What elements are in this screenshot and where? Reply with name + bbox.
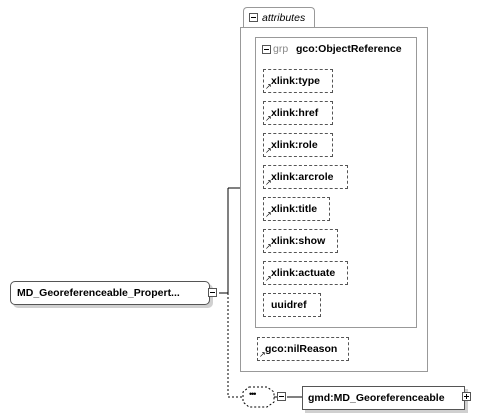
child-element[interactable]: gmd:MD_Georeferenceable xyxy=(302,386,465,410)
expand-child-icon[interactable] xyxy=(462,392,471,401)
group-name: gco:ObjectReference xyxy=(296,43,402,55)
reference-arrow-icon: ↗ xyxy=(265,210,272,219)
attribute-nil-reason[interactable]: gco:nilReason ↗ xyxy=(257,337,349,361)
attribute-label: xlink:show xyxy=(271,235,326,247)
reference-arrow-icon: ↗ xyxy=(265,274,272,283)
root-element[interactable]: MD_Georeferenceable_Propert... xyxy=(10,281,210,305)
attribute-label: gco:nilReason xyxy=(265,343,338,355)
group-prefix: grp xyxy=(273,43,289,55)
attributes-title: attributes xyxy=(262,12,306,24)
attribute-label: xlink:href xyxy=(271,107,319,119)
attribute-uuidref[interactable]: uuidref xyxy=(263,293,321,317)
sequence-icon: ••• xyxy=(249,389,257,399)
attributes-tab: attributes xyxy=(243,7,315,28)
reference-arrow-icon: ↗ xyxy=(265,82,272,91)
attribute-label: xlink:type xyxy=(271,75,321,87)
attribute-xlink-show[interactable]: xlink:show ↗ xyxy=(263,229,338,253)
attribute-label: xlink:actuate xyxy=(271,267,336,279)
root-element-label: MD_Georeferenceable_Propert... xyxy=(17,287,180,299)
attribute-xlink-arcrole[interactable]: xlink:arcrole ↗ xyxy=(263,165,348,189)
attribute-xlink-type[interactable]: xlink:type ↗ xyxy=(263,69,333,93)
reference-arrow-icon: ↗ xyxy=(259,350,266,359)
attribute-label: xlink:title xyxy=(271,203,318,215)
collapse-group-icon[interactable] xyxy=(262,45,271,54)
attribute-xlink-title[interactable]: xlink:title ↗ xyxy=(263,197,330,221)
collapse-attributes-icon[interactable] xyxy=(249,13,258,22)
attribute-label: xlink:role xyxy=(271,139,318,151)
collapse-root-icon[interactable] xyxy=(208,288,217,297)
collapse-sequence-icon[interactable] xyxy=(277,392,286,401)
attribute-xlink-href[interactable]: xlink:href ↗ xyxy=(263,101,333,125)
child-element-label: gmd:MD_Georeferenceable xyxy=(308,392,445,404)
attribute-label: uuidref xyxy=(271,299,307,311)
reference-arrow-icon: ↗ xyxy=(265,114,272,123)
attribute-label: xlink:arcrole xyxy=(271,171,334,183)
reference-arrow-icon: ↗ xyxy=(265,242,272,251)
attribute-xlink-actuate[interactable]: xlink:actuate ↗ xyxy=(263,261,348,285)
attribute-xlink-role[interactable]: xlink:role ↗ xyxy=(263,133,333,157)
reference-arrow-icon: ↗ xyxy=(265,146,272,155)
reference-arrow-icon: ↗ xyxy=(265,178,272,187)
